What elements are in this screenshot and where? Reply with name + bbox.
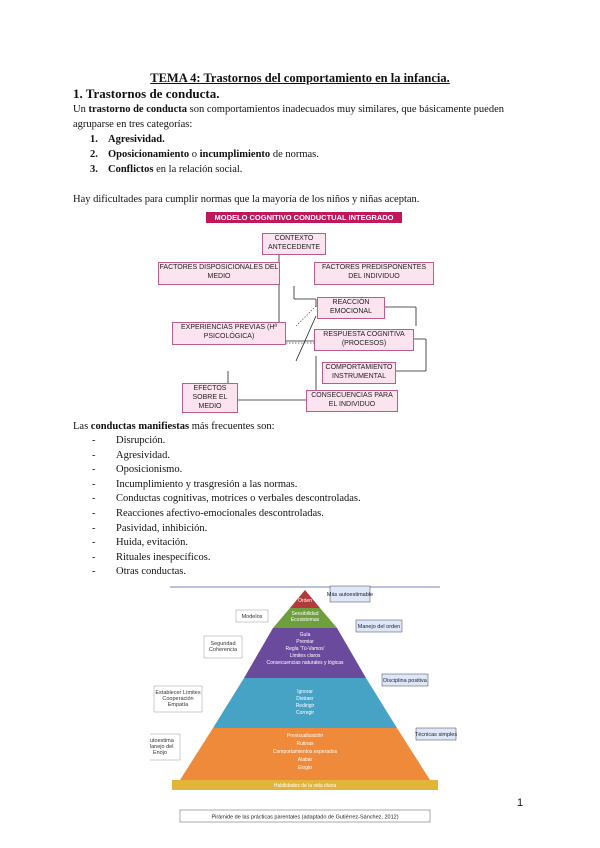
pyramid-level-text: Premiar <box>296 639 314 645</box>
caption-box <box>179 809 431 823</box>
item-bold2: incumplimiento <box>199 149 271 160</box>
list-item: -Conductas cognitivas, motrices o verbal… <box>92 493 361 505</box>
side-label: Establecer Límites <box>155 690 200 696</box>
experiences-box: EXPERIENCIAS PREVIAS (Hª PSICOLÓGICA) <box>172 322 286 345</box>
pyramid-level-text: Comportamientos esperados <box>273 749 338 755</box>
level-4 <box>213 678 397 728</box>
side-label: Autoestima <box>150 738 175 744</box>
list-item: 3. Conflictos en la relación social. <box>90 162 319 177</box>
pyramid-level-text: Regla 'Tú-Vamos' <box>285 646 324 652</box>
intro-post: son comportamientos inadecuados muy simi… <box>73 104 505 130</box>
reaction-box: REACCIÓN EMOCIONAL <box>317 297 385 319</box>
callout-label: Manejo del orden <box>358 624 401 630</box>
pyramid-levels <box>172 590 438 790</box>
difficulty-text: Hay dificultades para cumplir normas que… <box>73 194 420 205</box>
pyramid-level-text: Consecuencias naturales y lógicas <box>267 660 344 666</box>
list-item: -Pasividad, inhibición. <box>92 522 208 534</box>
side-label: Seguridad <box>210 641 235 647</box>
callout-label: Disciplina positiva <box>383 678 428 684</box>
pyramid-level-text: Habilidades de la vida diaria <box>274 783 337 789</box>
item-mid: o <box>189 149 200 160</box>
item-rest: en la relación social. <box>153 164 243 175</box>
level-2 <box>273 608 337 628</box>
item-number: 2. <box>90 149 98 160</box>
callout-label: Técnicas simples <box>415 732 457 738</box>
side-label: Enojo <box>153 750 167 756</box>
level-3 <box>244 628 366 678</box>
pyramid-level-text: Sensibilidad <box>292 611 319 617</box>
pyramid-level-text: Orden <box>298 598 312 604</box>
pyramid-caption: Pirámide de las prácticas parentales (ad… <box>211 815 398 821</box>
intro-bold: trastorno de conducta <box>88 104 188 115</box>
callout-label: Más autoestimable <box>327 592 373 598</box>
response-box: RESPUESTA COGNITIVA (PROCESOS) <box>314 329 414 351</box>
list-item: 2. Oposicionamiento o incumplimiento de n… <box>90 147 319 162</box>
pyramid-level-text: Guía <box>300 632 311 638</box>
predisposing-box: FACTORES PREDISPONENTES DEL INDIVIDUO <box>314 262 434 285</box>
side-label: Empatía <box>168 702 189 708</box>
level-6 <box>172 780 438 790</box>
list-item: -Rituales inespecíficos. <box>92 551 211 563</box>
side-label: Modelos <box>242 614 263 620</box>
list-item: -Huida, evitación. <box>92 537 189 549</box>
behavior-box: COMPORTAMIENTO INSTRUMENTAL <box>322 362 396 384</box>
list-item: -Reacciones afectivo-emocionales descont… <box>92 507 324 519</box>
section-heading: 1. Trastornos de conducta. <box>73 86 220 101</box>
item-bold: Conflictos <box>108 164 154 175</box>
pyramid-level-text: Distraer <box>296 696 314 702</box>
dispositional-box: FACTORES DISPOSICIONALES DEL MEDIO <box>158 262 280 285</box>
item-number: 1. <box>90 134 98 145</box>
pyramid-level-text: Ignorar <box>297 689 313 695</box>
context-box: CONTEXTO ANTECEDENTE <box>262 233 326 255</box>
manifest-paragraph: Las conductas manifiestas más frecuentes… <box>73 420 275 435</box>
item-rest: de normas. <box>270 149 319 160</box>
parenting-pyramid: OrdenSensibilidadEcosistemasGuíaPremiarR… <box>150 585 457 823</box>
level-5 <box>180 728 430 780</box>
side-label: Manejo del <box>150 744 173 750</box>
list-item: 1. Agresividad. <box>90 132 319 147</box>
pyramid-level-text: Ecosistemas <box>291 617 320 623</box>
list-item: -Oposicionismo. <box>92 464 183 476</box>
diagram-header: MODELO COGNITIVO CONDUCTUAL INTEGRADO <box>206 212 402 223</box>
item-number: 3. <box>90 164 98 175</box>
side-labels <box>150 609 269 761</box>
list-item: -Agresividad. <box>92 449 170 461</box>
side-label: Cooperación <box>162 696 193 702</box>
manifest-pre: Las <box>73 421 91 432</box>
pyramid-level-text: Alabar <box>298 757 313 763</box>
cognitive-model-diagram: MODELO COGNITIVO CONDUCTUAL INTEGRADO CO… <box>158 211 434 417</box>
list-item: -Otras conductas. <box>92 566 186 578</box>
item-bold: Agresividad. <box>108 134 165 145</box>
callout-boxes <box>329 585 457 741</box>
pyramid-level-text: Rutinas <box>297 741 314 747</box>
manifest-list: -Disrupción. -Agresividad. -Oposicionism… <box>92 434 361 580</box>
effects-box: EFECTOS SOBRE EL MEDIO <box>182 383 238 413</box>
intro-paragraph: Un trastorno de conducta son comportamie… <box>73 103 533 132</box>
pyramid-level-text: Límites claros <box>290 653 321 659</box>
page-title: TEMA 4: Trastornos del comportamiento en… <box>150 71 450 85</box>
item-bold: Oposicionamiento <box>108 149 190 160</box>
side-label: Coherencia <box>209 647 238 653</box>
page-number: 1 <box>517 797 524 809</box>
category-list: 1. Agresividad. 2. Oposicionamiento o incu… <box>90 132 319 177</box>
intro-pre: Un <box>73 104 89 115</box>
level-1 <box>290 590 320 608</box>
list-item: -Incumplimiento y trasgresión a las norm… <box>92 478 298 490</box>
consequences-box: CONSECUENCIAS PARA EL INDIVIDUO <box>306 390 398 412</box>
pyramid-level-text: Corregir <box>296 710 314 716</box>
manifest-post: más frecuentes son: <box>189 421 275 432</box>
pyramid-level-text: Previsualización <box>287 733 323 739</box>
pyramid-texts: OrdenSensibilidadEcosistemasGuíaPremiarR… <box>267 598 344 789</box>
list-item: -Disrupción. <box>92 435 166 446</box>
manifest-bold: conductas manifiestas <box>90 421 190 432</box>
pyramid-level-text: Elogio <box>298 765 312 771</box>
pyramid-level-text: Redirigir <box>296 703 315 709</box>
